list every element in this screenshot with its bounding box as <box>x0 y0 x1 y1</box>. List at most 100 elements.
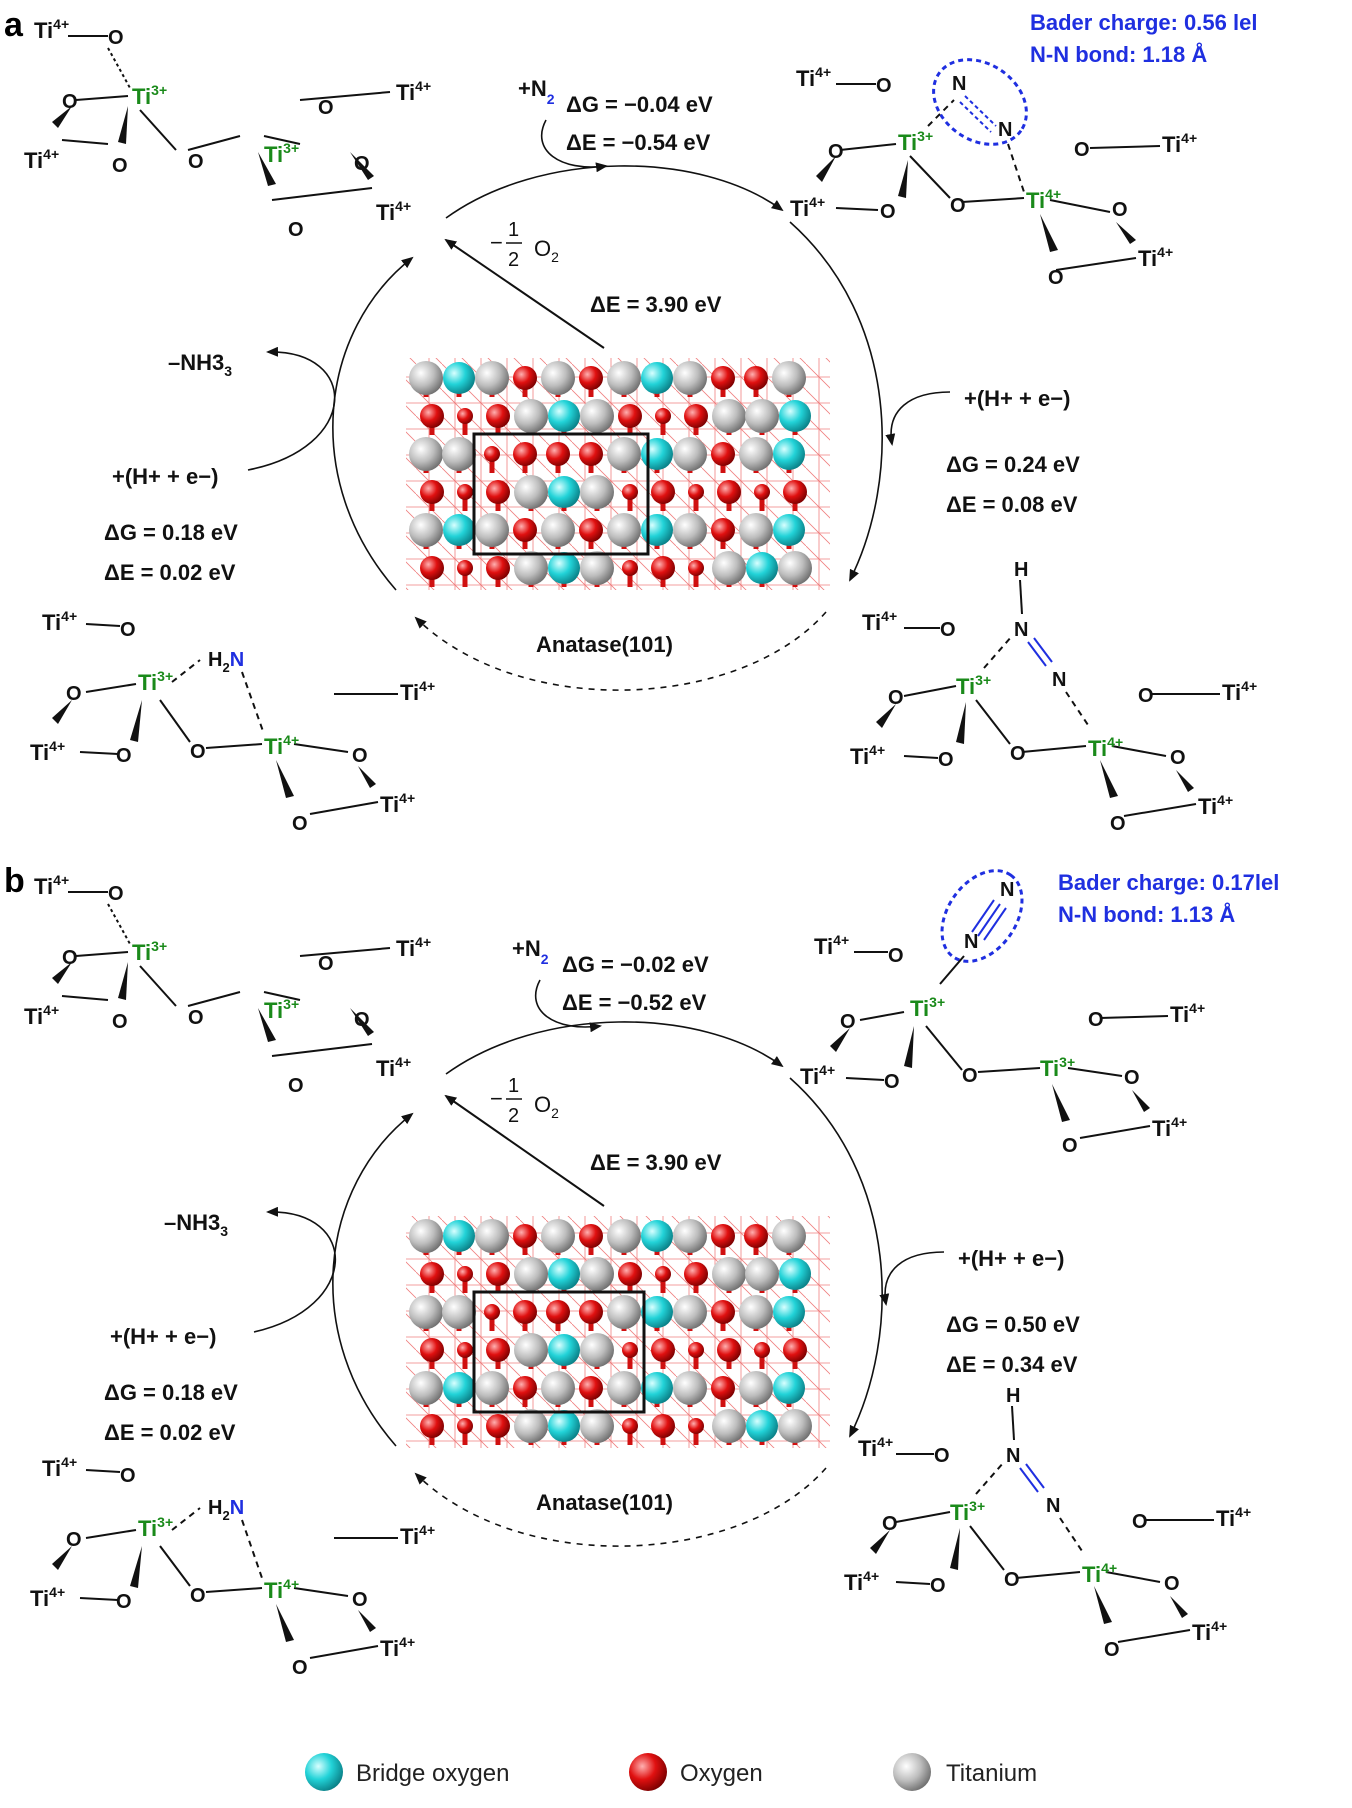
slab-atom <box>712 1257 746 1291</box>
slab-atom <box>622 1418 638 1434</box>
svg-text:O: O <box>66 683 82 705</box>
slab-atom <box>486 480 510 504</box>
svg-text:N: N <box>1000 879 1014 901</box>
svg-text:Ti4+: Ti4+ <box>1192 1618 1227 1645</box>
svg-text:Ti4+: Ti4+ <box>862 608 897 635</box>
slab-atom <box>513 442 537 466</box>
nn-bond-length: N-N bond: 1.13 Å <box>1058 901 1235 927</box>
slab-atom <box>548 476 580 508</box>
svg-text:N: N <box>952 73 966 95</box>
svg-text:N: N <box>964 931 978 953</box>
svg-text:H2N: H2N <box>208 1497 244 1523</box>
svg-text:O: O <box>1062 1135 1078 1157</box>
svg-text:Ti4+: Ti4+ <box>850 742 885 769</box>
svg-text:O: O <box>292 813 308 835</box>
slab-atom <box>711 1300 735 1324</box>
slab-atom <box>651 1414 675 1438</box>
step3-dG: ΔG = 0.18 eV <box>104 520 238 545</box>
svg-text:−: − <box>490 230 503 255</box>
nnh-intermediate: H N N Ti4+ O O Ti3+ Ti4+ O <box>844 1385 1251 1661</box>
slab-atom <box>773 1372 805 1404</box>
slab-atom <box>607 437 641 471</box>
svg-text:O: O <box>190 1585 206 1607</box>
svg-text:O: O <box>288 219 304 241</box>
slab-atom <box>778 1409 812 1443</box>
svg-text:O: O <box>1110 813 1126 835</box>
svg-text:Ti4+: Ti4+ <box>1222 678 1257 705</box>
slab-atom <box>746 1410 778 1442</box>
svg-text:Bridge oxygen: Bridge oxygen <box>356 1760 509 1787</box>
legend-item-bridge-oxygen: Bridge oxygen <box>305 1753 509 1791</box>
svg-text:Ti4+: Ti4+ <box>1198 792 1233 819</box>
slab-atom <box>739 1295 773 1329</box>
slab-atom <box>641 438 673 470</box>
svg-text:Ti4+: Ti4+ <box>264 732 299 759</box>
slab-atom <box>673 513 707 547</box>
slab-atom <box>513 1300 537 1324</box>
slab-atom <box>688 484 704 500</box>
slab-atom <box>712 1409 746 1443</box>
slab-atom <box>514 1333 548 1367</box>
slab-atom <box>739 1371 773 1405</box>
step4-remove: –NH33 <box>168 350 232 379</box>
slab-atom <box>409 1371 443 1405</box>
step2-dE: ΔE = 0.08 eV <box>946 492 1078 517</box>
svg-text:Ti4+: Ti4+ <box>376 1054 411 1081</box>
svg-text:O: O <box>930 1575 946 1597</box>
svg-text:O: O <box>876 75 892 97</box>
nn-bond-length: N-N bond: 1.18 Å <box>1030 41 1207 67</box>
svg-text:Ti4+: Ti4+ <box>24 1002 59 1029</box>
slab-atom <box>773 514 805 546</box>
slab-atom <box>688 560 704 576</box>
ti3-dimer-top-left: Ti4+ O O Ti3+ Ti4+ O O Ti3+ O Ti4+ O O T… <box>24 16 431 241</box>
slab-atom <box>717 480 741 504</box>
slab-atom <box>579 1300 603 1324</box>
slab-atom <box>541 513 575 547</box>
svg-text:Ti3+: Ti3+ <box>950 1498 985 1525</box>
svg-text:Ti3+: Ti3+ <box>910 994 945 1021</box>
svg-text:Ti4+: Ti4+ <box>376 198 411 225</box>
svg-text:O: O <box>950 195 966 217</box>
slab-atom <box>688 1418 704 1434</box>
slab-atom <box>548 1334 580 1366</box>
slab-atom <box>457 560 473 576</box>
o2-label: O2 <box>534 1092 559 1121</box>
panel-label: b <box>4 862 25 900</box>
svg-text:N: N <box>1006 1445 1020 1467</box>
o2-dE: ΔE = 3.90 eV <box>590 292 722 317</box>
slab-atom <box>607 1371 641 1405</box>
slab-atom <box>641 1296 673 1328</box>
svg-text:Ti4+: Ti4+ <box>1170 1000 1205 1027</box>
nnh-intermediate: H N N Ti4+ O O Ti3+ Ti4+ O <box>850 559 1257 835</box>
step1-dG: ΔG = −0.04 eV <box>566 92 713 117</box>
svg-text:Ti4+: Ti4+ <box>796 64 831 91</box>
svg-text:O: O <box>884 1071 900 1093</box>
step2-add: +(H+ + e−) <box>958 1246 1064 1271</box>
slab-atom <box>745 1257 779 1291</box>
svg-text:Ti4+: Ti4+ <box>380 790 415 817</box>
surface-label: Anatase(101) <box>536 1490 673 1515</box>
svg-text:Ti4+: Ti4+ <box>30 1584 65 1611</box>
step3-add: +(H+ + e−) <box>110 1324 216 1349</box>
svg-text:O: O <box>888 687 904 709</box>
svg-text:Ti4+: Ti4+ <box>396 934 431 961</box>
slab-atom <box>754 484 770 500</box>
step2-dE: ΔE = 0.34 eV <box>946 1352 1078 1377</box>
svg-text:O: O <box>108 27 124 49</box>
slab-atom <box>420 480 444 504</box>
slab-atom <box>546 1300 570 1324</box>
slab-atom <box>673 1371 707 1405</box>
slab-atom <box>513 1224 537 1248</box>
o2-label: O2 <box>534 236 559 265</box>
svg-text:O: O <box>188 1007 204 1029</box>
step3-add: +(H+ + e−) <box>112 464 218 489</box>
svg-text:O: O <box>66 1529 82 1551</box>
slab-atom <box>409 1219 443 1253</box>
slab-atom <box>783 1338 807 1362</box>
surface-label: Anatase(101) <box>536 632 673 657</box>
slab-atom <box>651 556 675 580</box>
svg-text:Ti4+: Ti4+ <box>42 608 77 635</box>
svg-text:O: O <box>828 141 844 163</box>
svg-text:Ti4+: Ti4+ <box>814 932 849 959</box>
